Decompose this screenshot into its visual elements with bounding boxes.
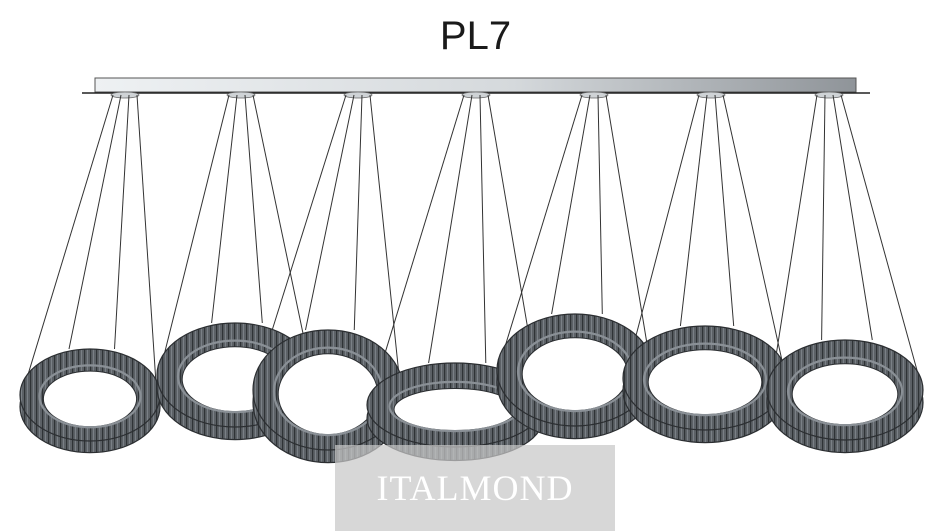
ring-inner-lip bbox=[786, 356, 904, 427]
model-title: PL7 bbox=[439, 14, 512, 58]
wire-6-1 bbox=[628, 94, 700, 363]
wire-6-4 bbox=[722, 94, 784, 366]
wire-1-4 bbox=[136, 94, 157, 384]
wire-6-3 bbox=[714, 94, 735, 327]
wire-7-4 bbox=[840, 94, 920, 378]
crystal-rings bbox=[19, 313, 924, 464]
watermark-logo: ITALMOND bbox=[376, 468, 574, 508]
ring-inner-lip bbox=[38, 364, 142, 429]
wire-4-1 bbox=[372, 94, 465, 393]
wire-3-4 bbox=[369, 94, 400, 376]
canopy-mount-7 bbox=[814, 91, 844, 99]
wire-3-3 bbox=[353, 94, 363, 331]
wire-5-4 bbox=[605, 94, 650, 357]
canopy bbox=[82, 77, 870, 94]
wire-2-3 bbox=[244, 94, 263, 324]
wire-2-1 bbox=[162, 94, 230, 360]
canopy-mount-4 bbox=[461, 91, 491, 99]
wire-5-2 bbox=[551, 94, 591, 315]
ring-opening bbox=[521, 337, 629, 412]
canopy-mount-5 bbox=[579, 91, 609, 99]
canopy-mount-6 bbox=[696, 91, 726, 99]
ring-1 bbox=[19, 348, 161, 454]
wire-7-3 bbox=[832, 94, 873, 341]
canopy-mount-1 bbox=[110, 91, 140, 99]
wire-3-1 bbox=[258, 94, 347, 373]
ring-opening bbox=[277, 353, 379, 436]
wire-4-3 bbox=[479, 94, 487, 364]
canopy-mounts bbox=[110, 91, 844, 99]
wire-1-3 bbox=[114, 94, 130, 350]
watermark: ITALMOND bbox=[335, 445, 615, 531]
ring-5 bbox=[496, 313, 654, 440]
wire-7-2 bbox=[821, 94, 826, 341]
canopy-mount-2 bbox=[226, 91, 256, 99]
wire-5-1 bbox=[502, 94, 583, 354]
ring-3 bbox=[252, 329, 404, 464]
wire-1-2 bbox=[68, 94, 122, 350]
wire-5-3 bbox=[597, 94, 603, 315]
ring-opening bbox=[42, 370, 138, 428]
ring-7 bbox=[766, 339, 924, 454]
wire-2-4 bbox=[252, 94, 310, 363]
suspension-wires bbox=[25, 94, 920, 395]
wire-4-2 bbox=[428, 94, 473, 364]
ring-opening bbox=[647, 349, 763, 416]
wire-6-2 bbox=[679, 94, 708, 327]
wire-3-2 bbox=[305, 94, 355, 331]
ring-inner-lip bbox=[642, 342, 768, 417]
wire-1-1 bbox=[25, 94, 114, 382]
canopy-mount-3 bbox=[343, 91, 373, 99]
ring-6 bbox=[622, 325, 788, 444]
wire-7-1 bbox=[772, 94, 818, 376]
ring-opening bbox=[791, 363, 899, 426]
wire-2-2 bbox=[211, 94, 238, 324]
